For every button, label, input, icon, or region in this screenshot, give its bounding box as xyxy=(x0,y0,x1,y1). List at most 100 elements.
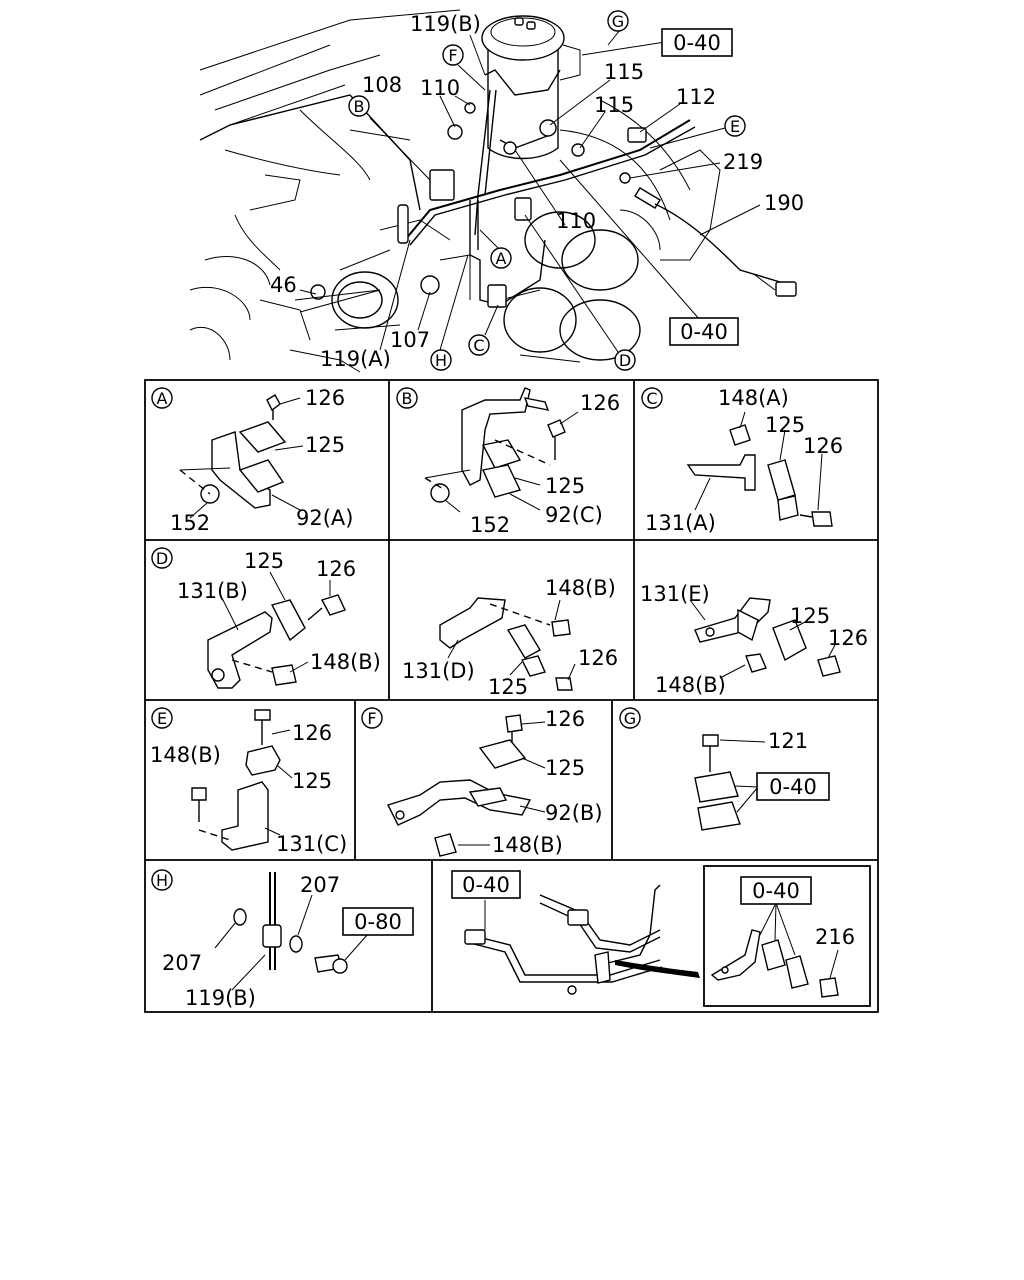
svg-text:0-40: 0-40 xyxy=(673,31,721,55)
label-131a: 131(A) xyxy=(645,511,716,535)
reference-box: 0-40 xyxy=(756,772,830,801)
label-115: 115 xyxy=(604,60,644,84)
reference-box: 0-40 xyxy=(669,317,739,346)
panel-d3: 131(E) 125 126 148(B) xyxy=(640,582,868,697)
svg-text:0-40: 0-40 xyxy=(769,775,817,799)
label-92c: 92(C) xyxy=(545,503,603,527)
svg-text:0-80: 0-80 xyxy=(354,910,402,934)
panel-d: D 125 126 131(B) 148(B) xyxy=(151,547,381,689)
callout-f: F xyxy=(442,44,464,66)
callout-a: A xyxy=(490,247,512,269)
label-152: 152 xyxy=(170,511,210,535)
label-125: 125 xyxy=(545,474,585,498)
reference-box: 0-40 xyxy=(451,870,521,899)
label-119b: 119(B) xyxy=(185,986,256,1010)
panel-i: 0-40 xyxy=(451,870,700,995)
label-207: 207 xyxy=(300,873,340,897)
panel-j: 0-40 216 xyxy=(703,865,871,1007)
panel-id-c: C xyxy=(641,387,663,409)
svg-text:0-40: 0-40 xyxy=(462,873,510,897)
panel-a: A 126 125 152 92(A) xyxy=(151,386,353,535)
reference-box: 0-80 xyxy=(342,907,414,936)
label-121: 121 xyxy=(768,729,808,753)
panel-h: H 207 207 119(B) 0-80 xyxy=(151,869,414,1010)
label-219: 219 xyxy=(723,150,763,174)
svg-text:H: H xyxy=(156,871,168,890)
label-110: 110 xyxy=(556,209,596,233)
label-107: 107 xyxy=(390,328,430,352)
label-108: 108 xyxy=(362,73,402,97)
label-126: 126 xyxy=(305,386,345,410)
label-125: 125 xyxy=(488,675,528,699)
label-126: 126 xyxy=(580,391,620,415)
label-207: 207 xyxy=(162,951,202,975)
label-126: 126 xyxy=(316,557,356,581)
label-131b: 131(B) xyxy=(177,579,248,603)
svg-text:D: D xyxy=(156,549,168,568)
svg-text:H: H xyxy=(435,351,447,370)
panel-id-b: B xyxy=(396,387,418,409)
callout-d: D xyxy=(614,349,636,371)
label-152: 152 xyxy=(470,513,510,537)
label-126: 126 xyxy=(292,721,332,745)
label-125: 125 xyxy=(790,604,830,628)
label-92a: 92(A) xyxy=(296,506,353,530)
callout-c: C xyxy=(468,334,490,356)
label-148b: 148(B) xyxy=(150,743,221,767)
panel-c: C 148(A) 125 126 131(A) xyxy=(641,386,843,535)
label-112: 112 xyxy=(676,85,716,109)
label-125: 125 xyxy=(244,549,284,573)
label-110: 110 xyxy=(420,76,460,100)
label-126: 126 xyxy=(828,626,868,650)
label-125: 125 xyxy=(305,433,345,457)
label-126: 126 xyxy=(545,707,585,731)
panel-d2: 148(B) 131(D) 125 126 xyxy=(402,576,618,699)
callout-g: G xyxy=(607,10,629,32)
label-216: 216 xyxy=(815,925,855,949)
svg-text:B: B xyxy=(402,389,413,408)
svg-text:E: E xyxy=(157,709,167,728)
label-148a: 148(A) xyxy=(718,386,789,410)
label-148b: 148(B) xyxy=(545,576,616,600)
svg-text:D: D xyxy=(619,351,631,370)
callout-h: H xyxy=(430,349,452,371)
label-131d: 131(D) xyxy=(402,659,475,683)
panel-id-e: E xyxy=(151,707,173,729)
callout-e: E xyxy=(724,115,746,137)
svg-text:F: F xyxy=(448,46,457,65)
label-46: 46 xyxy=(270,273,297,297)
panel-g: G 121 0-40 xyxy=(619,707,830,831)
svg-text:F: F xyxy=(367,709,376,728)
svg-text:0-40: 0-40 xyxy=(680,320,728,344)
label-125: 125 xyxy=(545,756,585,780)
label-125: 125 xyxy=(292,769,332,793)
panel-e: E 148(B) 126 125 131(C) xyxy=(150,707,347,856)
label-148b: 148(B) xyxy=(655,673,726,697)
reference-box: 0-40 xyxy=(661,28,733,57)
label-119b: 119(B) xyxy=(410,12,481,36)
label-125: 125 xyxy=(765,413,805,437)
svg-text:C: C xyxy=(646,389,657,408)
label-148b: 148(B) xyxy=(310,650,381,674)
panel-f: F 126 125 92(B) 148(B) xyxy=(361,707,603,857)
svg-text:C: C xyxy=(473,336,484,355)
label-92b: 92(B) xyxy=(545,801,603,825)
label-190: 190 xyxy=(764,191,804,215)
panel-grid xyxy=(144,379,879,1013)
panel-id-g: G xyxy=(619,707,641,729)
reference-box: 0-40 xyxy=(740,876,812,905)
svg-text:B: B xyxy=(354,97,365,116)
panel-id-a: A xyxy=(151,387,173,409)
panel-id-h: H xyxy=(151,869,173,891)
svg-text:0-40: 0-40 xyxy=(752,879,800,903)
panel-id-f: F xyxy=(361,707,383,729)
svg-text:G: G xyxy=(624,709,636,728)
callout-b: B xyxy=(348,95,370,117)
label-126: 126 xyxy=(803,434,843,458)
label-115: 115 xyxy=(594,93,634,117)
label-131e: 131(E) xyxy=(640,582,710,606)
svg-text:A: A xyxy=(496,249,507,268)
label-131c: 131(C) xyxy=(276,832,347,856)
label-126: 126 xyxy=(578,646,618,670)
